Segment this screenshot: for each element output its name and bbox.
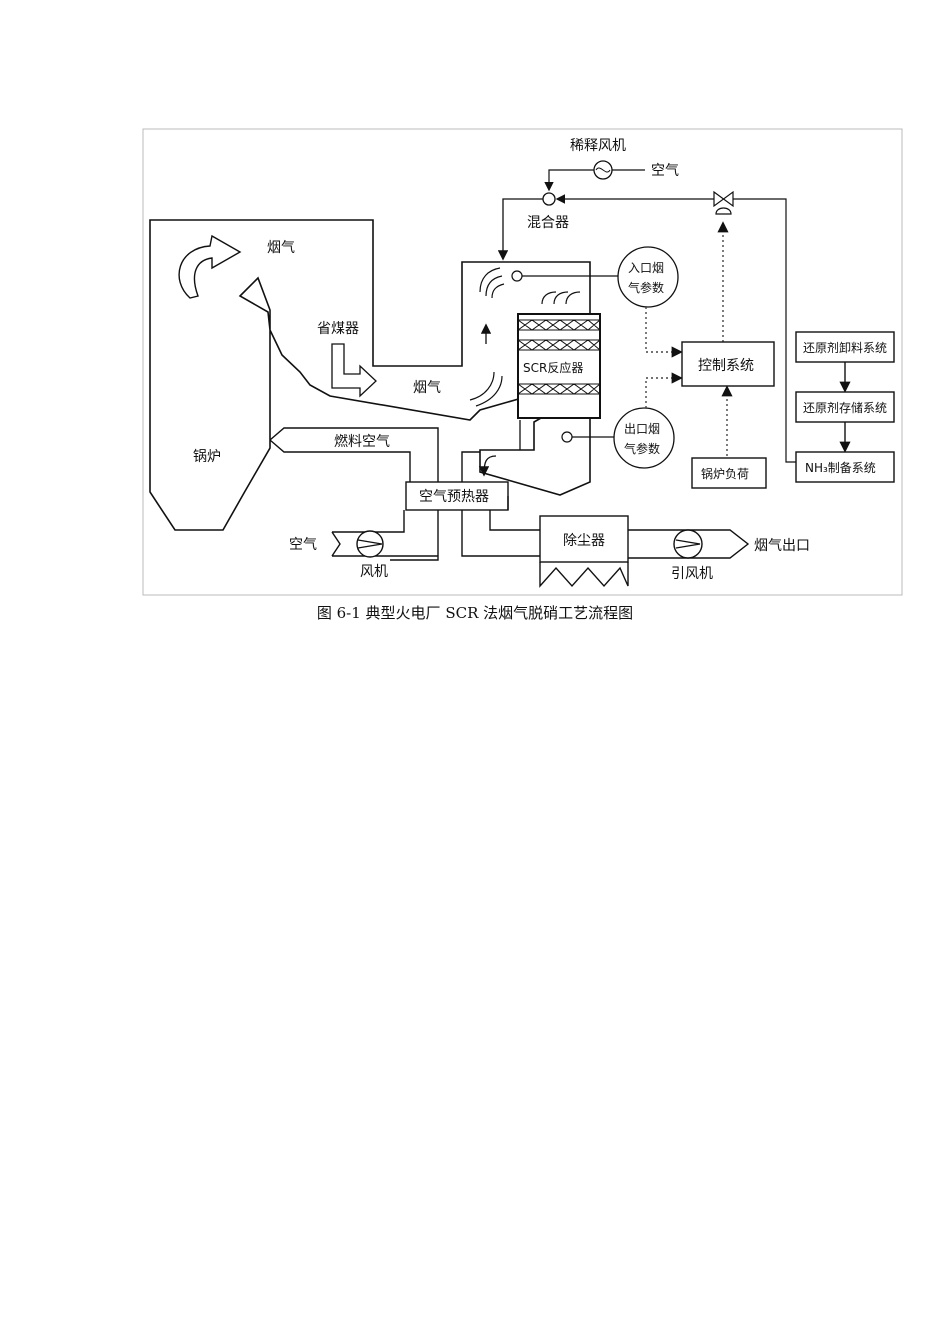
label-fan: 风机 [360, 564, 388, 580]
reductant-unload-box [795, 331, 895, 363]
down-arrow-small [478, 455, 497, 477]
air-inlet-duct [331, 510, 438, 557]
flow-wave-1 [479, 267, 505, 299]
fan-icon-blade [357, 539, 383, 549]
label-inlet-params-1: 入口烟 [628, 261, 664, 275]
dust-collector-hopper [539, 562, 629, 588]
boiler-load-box [691, 457, 767, 489]
fan-to-mixer-line [544, 169, 594, 192]
fan-icon [356, 530, 384, 558]
label-dilution-fan: 稀释风机 [570, 138, 626, 154]
label-inlet-params-2: 气参数 [628, 280, 664, 295]
economizer-arrow [331, 343, 377, 398]
figure-caption: 图 6-1 典型火电厂 SCR 法烟气脱硝工艺流程图 [316, 604, 634, 622]
outlet-params-circle [613, 407, 675, 469]
label-outlet-params-1: 出口烟 [624, 422, 660, 436]
label-reductant-unload: 还原剂卸料系统 [803, 340, 887, 355]
label-flue-gas-top: 烟气 [267, 240, 295, 256]
label-air-top: 空气 [651, 163, 679, 179]
id-fan-icon-blade [675, 539, 701, 549]
preheater-gas-duct [461, 451, 540, 557]
dust-collector-box [539, 515, 629, 563]
label-boiler-load: 锅炉负荷 [701, 466, 749, 481]
label-economizer: 省煤器 [317, 321, 359, 337]
outlet-sensor-point [561, 431, 573, 443]
label-flue-gas-mid: 烟气 [413, 380, 441, 396]
id-fan-icon [673, 529, 703, 559]
mixer-circle [542, 192, 556, 206]
label-air-preheater: 空气预热器 [419, 489, 489, 505]
control-system-box [681, 341, 775, 387]
outlet-duct [628, 529, 750, 559]
label-air-left: 空气 [289, 537, 317, 553]
boiler-flow-arrow [178, 234, 242, 299]
valve-actuator [715, 207, 732, 215]
inlet-to-control-signal [645, 307, 683, 358]
label-fuel-air: 燃料空气 [334, 433, 390, 450]
label-id-fan: 引风机 [671, 566, 713, 582]
mixer-to-duct-line [497, 198, 543, 261]
label-flue-gas-outlet: 烟气出口 [754, 538, 810, 554]
label-scr-reactor: SCR反应器 [523, 360, 583, 375]
label-reductant-storage: 还原剂存储系统 [803, 400, 887, 415]
label-boiler: 锅炉 [193, 449, 221, 465]
label-control-system: 控制系统 [698, 358, 754, 374]
flow-wave-3 [541, 291, 581, 305]
catalyst-layers [517, 319, 601, 395]
label-mixer: 混合器 [527, 215, 569, 231]
boiler-shape [149, 219, 591, 531]
label-outlet-params-2: 气参数 [624, 441, 660, 456]
flow-wave-2 [469, 371, 503, 407]
dilution-fan-icon-swirl [595, 167, 611, 173]
nh3-to-mixer-line [733, 198, 796, 463]
label-nh3-prep: NH₃制备系统 [805, 461, 876, 475]
diagram-frame [142, 128, 903, 596]
scr-reactor-box [517, 313, 601, 419]
scr-process-diagram: 稀释风机 空气 混合器 烟气 省煤器 烟气 SCR反应器 入口烟 气参数 出口烟… [142, 128, 903, 596]
inlet-params-circle [617, 246, 679, 308]
fuel-air-duct [269, 427, 439, 561]
label-dust-collector: 除尘器 [563, 533, 605, 549]
outlet-to-control-signal [645, 372, 683, 408]
inlet-sensor-point [511, 270, 523, 282]
valve-icon [713, 190, 734, 208]
